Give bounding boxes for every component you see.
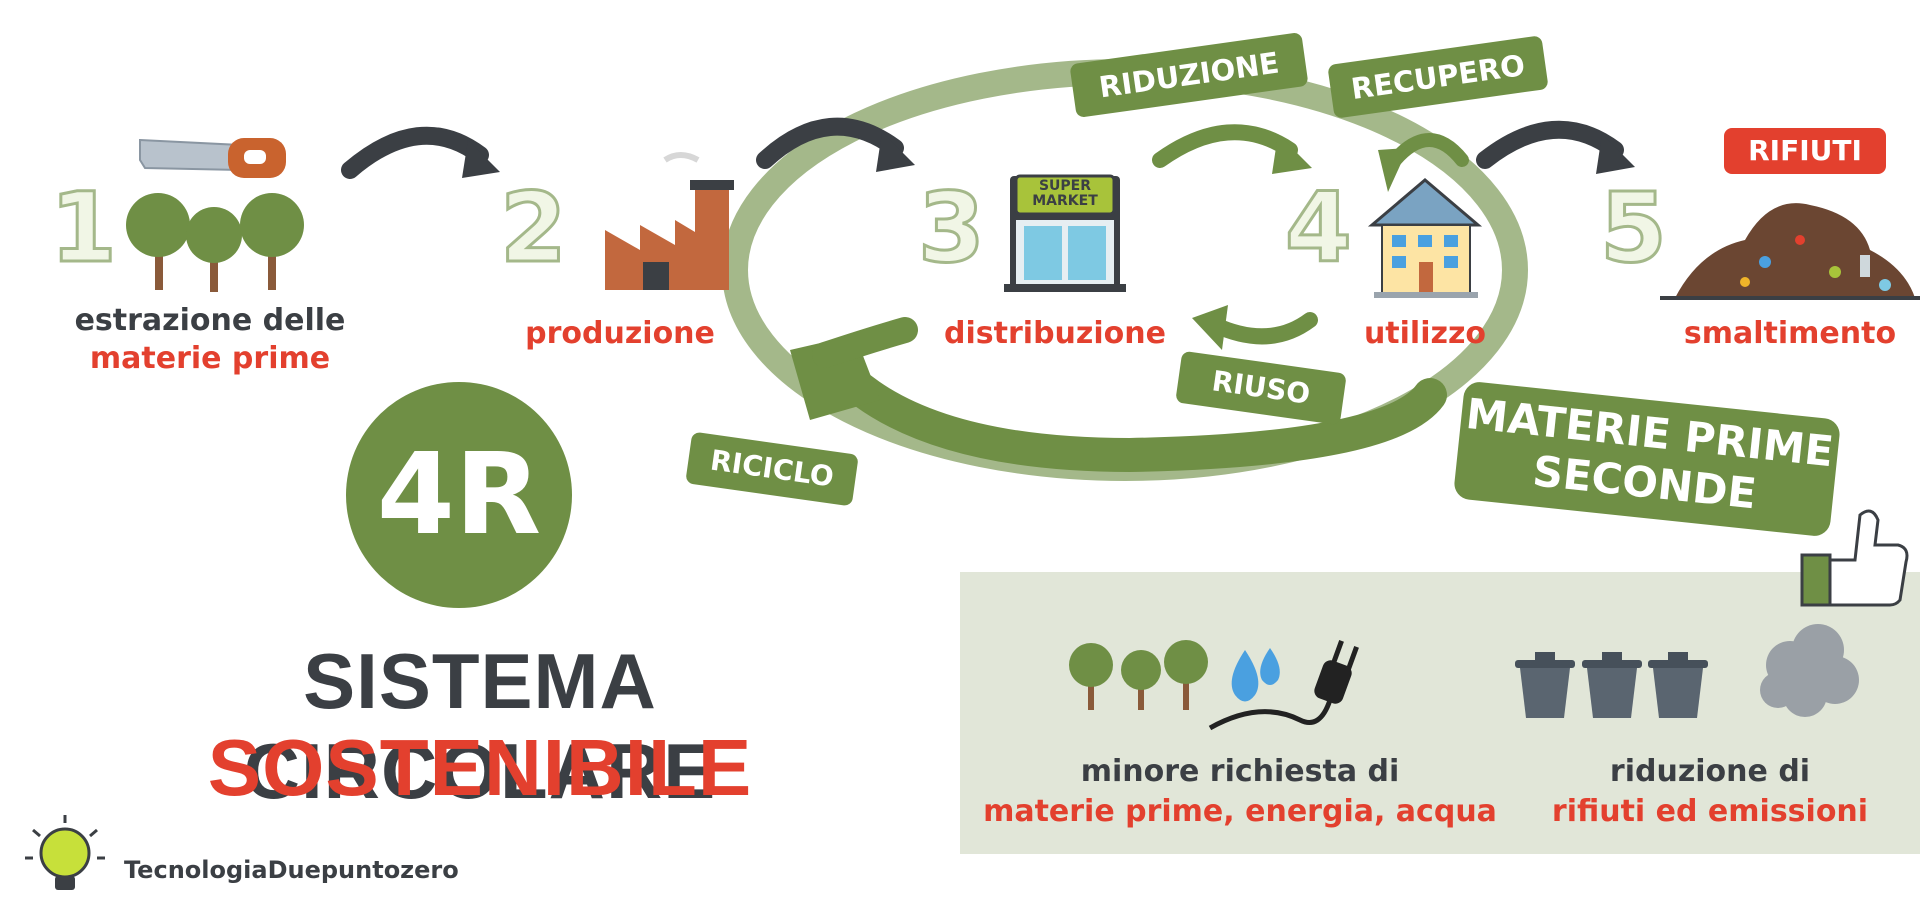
supermarket-icon [1004, 174, 1126, 292]
smoke-cloud-icon [1760, 624, 1859, 717]
flow-arrow-1-2 [341, 126, 500, 179]
flow-arrow-2-3 [756, 117, 915, 172]
thumbs-up-icon [1800, 509, 1909, 607]
brand-name: TecnologiaDuepuntozero [124, 856, 459, 884]
water-drops-icon [1231, 648, 1280, 702]
benefit-resources-line2: materie prime, energia, acqua [983, 794, 1497, 829]
4r-badge-text: 4R [376, 430, 542, 560]
trash-bin-icon [1515, 652, 1575, 718]
riuso-arrow [1192, 305, 1318, 350]
step-label-5: smaltimento [1683, 316, 1897, 351]
step-number-2: 2 [499, 172, 569, 284]
trash-bin-icon [1648, 652, 1708, 718]
benefits-panel [960, 572, 1920, 854]
waste-pile-icon [1660, 203, 1920, 300]
step-number-4: 4 [1284, 172, 1354, 284]
saw-icon [139, 138, 286, 178]
benefit-resources-line1: minore richiesta di [1080, 754, 1400, 789]
trash-bin-icon [1582, 652, 1642, 718]
supermarket-sign-line1: SUPER [1038, 178, 1092, 194]
factory-icon [605, 152, 734, 290]
step-label-1-line1: estrazione delle [74, 303, 346, 338]
supermarket-sign: SUPER MARKET [1016, 179, 1114, 209]
title-line1: SISTEMA CIRCOLARE [243, 637, 717, 815]
flow-arrow-4-5 [1476, 120, 1635, 174]
benefit-waste: riduzione di rifiuti ed emissioni [1520, 752, 1900, 832]
riduzione-arrow [1152, 124, 1312, 174]
step-label-3: distribuzione [944, 316, 1166, 351]
step-number-1: 1 [49, 172, 119, 284]
benefit-waste-line2: rifiuti ed emissioni [1551, 794, 1869, 829]
title-line2: SOSTENIBILE [207, 723, 753, 812]
trees-icon [1069, 640, 1208, 710]
4r-badge-circle [346, 382, 572, 608]
lightbulb-icon [25, 815, 105, 890]
benefit-waste-line1: riduzione di [1609, 754, 1811, 789]
benefit-resources: minore richiesta di materie prime, energ… [980, 752, 1500, 832]
plug-icon [1208, 640, 1359, 731]
step-label-4: utilizzo [1363, 316, 1487, 351]
step-label-2: produzione [525, 316, 715, 351]
tag-rifiuti: RIFIUTI [1724, 128, 1886, 174]
house-icon [1367, 178, 1483, 298]
step-label-1: estrazione delle materie prime [60, 302, 360, 378]
recupero-arrow [1378, 133, 1469, 192]
supermarket-sign-line2: MARKET [1032, 193, 1098, 209]
step-number-3: 3 [917, 172, 987, 284]
step-label-1-line2: materie prime [89, 341, 331, 376]
trees-icon [126, 193, 304, 292]
riciclo-arrow [790, 317, 1447, 473]
step-number-5: 5 [1599, 172, 1669, 284]
